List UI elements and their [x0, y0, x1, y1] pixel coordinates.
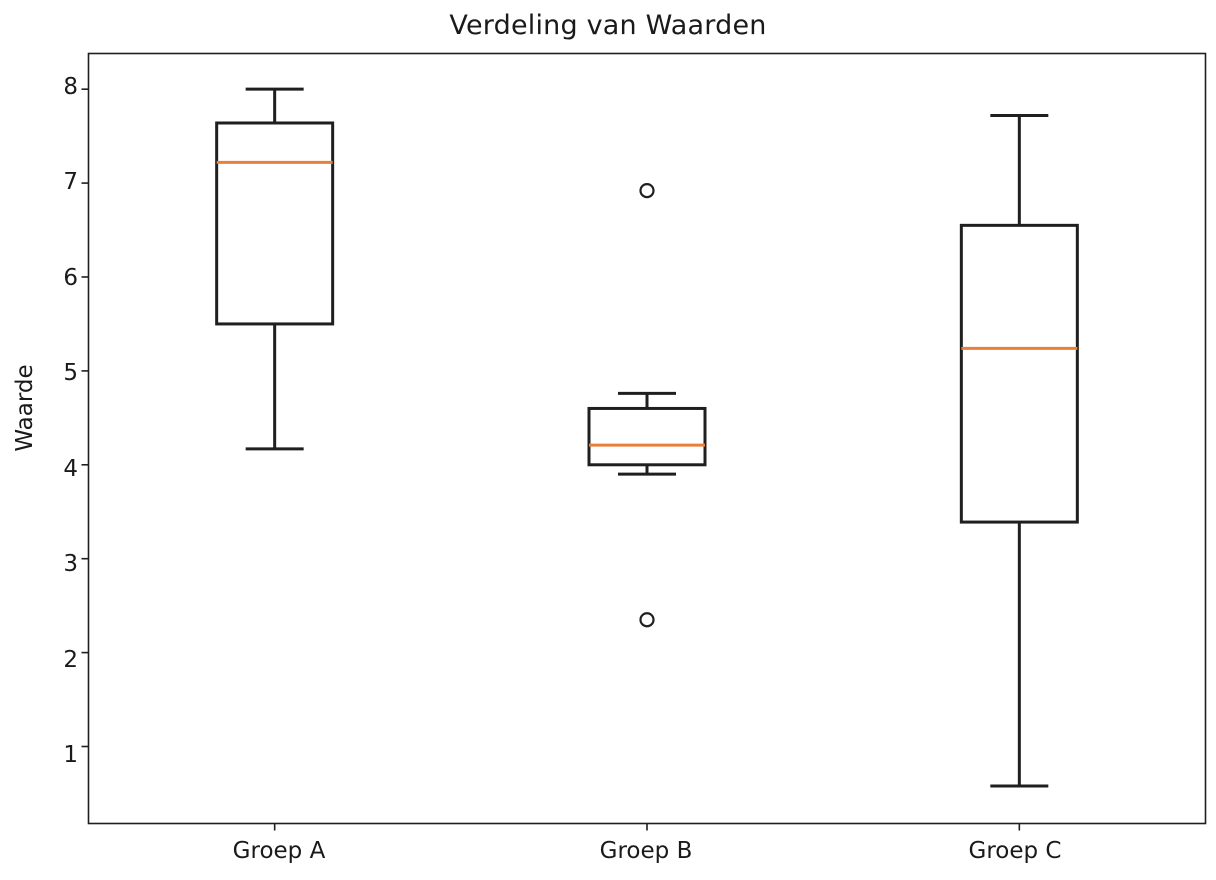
- boxplot-group-groep-a: [215, 87, 335, 451]
- y-tick-label-7: 7: [63, 169, 78, 195]
- box-iqr: [959, 223, 1079, 524]
- y-tick-label-6: 6: [63, 265, 78, 291]
- page-title: Verdeling van Waarden: [449, 10, 767, 41]
- y-tick-label-4: 4: [63, 456, 78, 482]
- y-tick-label-3: 3: [63, 551, 78, 577]
- box-iqr: [587, 406, 707, 467]
- y-axis-ticks: [81, 88, 89, 748]
- x-tick-label-groep-b: Groep B: [599, 838, 693, 864]
- y-tick-label-1: 1: [63, 742, 78, 768]
- x-tick-label-groep-a: Groep A: [232, 838, 326, 864]
- axes-frame: [87, 52, 1207, 825]
- y-tick-label-2: 2: [63, 647, 78, 673]
- boxplot-series: [215, 87, 1079, 788]
- x-tick-label-groep-c: Groep C: [968, 838, 1062, 864]
- y-tick-label-8: 8: [63, 74, 78, 100]
- boxplot-group-groep-c: [959, 113, 1079, 788]
- boxplot-group-groep-b: [587, 182, 707, 628]
- outlier-marker: [639, 612, 655, 628]
- box-iqr: [215, 121, 335, 326]
- outlier-marker: [639, 182, 655, 199]
- y-tick-label-5: 5: [63, 360, 78, 386]
- x-axis-ticks: [273, 823, 1021, 831]
